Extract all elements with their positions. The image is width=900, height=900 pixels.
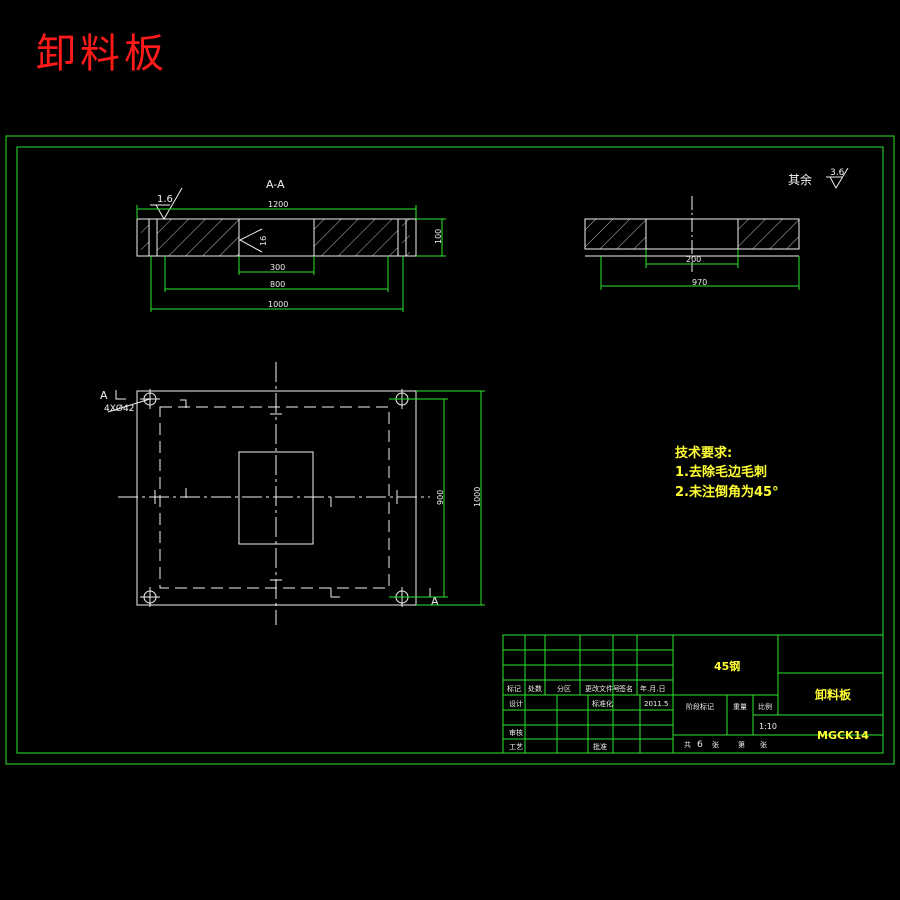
tech-item-2: 2.未注倒角为45° bbox=[675, 484, 779, 500]
rest-label: 其余 bbox=[788, 172, 812, 187]
tb-sheets-total-label: 共 bbox=[684, 740, 691, 749]
tb-sheets-total: 6 bbox=[697, 740, 703, 750]
tb-sheet-no-label: 第 bbox=[738, 740, 745, 749]
tb-date: 2011.5 bbox=[644, 700, 669, 708]
dim-16: 16 bbox=[259, 236, 268, 246]
section-label: A-A bbox=[266, 178, 285, 191]
dim-1200: 1200 bbox=[268, 200, 288, 209]
rest-roughness-note: 其余 3.6 bbox=[788, 167, 849, 190]
tb-stage: 阶段标记 bbox=[686, 702, 714, 711]
dim-1000: 1000 bbox=[268, 300, 288, 309]
tb-hdr-3: 更改文件号 bbox=[585, 684, 620, 693]
holes-note: 4XØ42 bbox=[104, 403, 134, 414]
technical-requirements: 技术要求: 1.去除毛边毛刺 2.未注倒角为45° bbox=[675, 445, 779, 500]
section-mark-a-top: A bbox=[100, 389, 108, 402]
tb-scale: 1:10 bbox=[759, 722, 777, 731]
section-hatch-right bbox=[314, 219, 398, 256]
tb-weight: 重量 bbox=[733, 703, 747, 711]
roughness-value: 1.6 bbox=[157, 194, 173, 205]
tb-drawing-no: MGCK14 bbox=[817, 729, 869, 742]
section-mark-a-bottom: A bbox=[431, 595, 439, 608]
plan-view: A A 4XØ42 900 1000 bbox=[100, 362, 485, 625]
tb-hdr-4: 签名 bbox=[619, 684, 633, 693]
tb-approve: 批准 bbox=[593, 742, 607, 751]
tb-hdr-2: 分区 bbox=[557, 684, 571, 693]
section-view-a-a: A-A 1.6 16 bbox=[136, 178, 446, 312]
tb-check: 审核 bbox=[509, 728, 523, 737]
tb-material: 45钢 bbox=[714, 659, 740, 673]
side-hatch-right bbox=[738, 219, 799, 249]
side-dim-970: 970 bbox=[692, 278, 707, 287]
plan-dim-900: 900 bbox=[436, 490, 445, 505]
tb-sheets-unit: 张 bbox=[712, 740, 719, 749]
outer-border bbox=[5, 135, 895, 765]
tb-hdr-1: 处数 bbox=[528, 684, 542, 693]
inner-border bbox=[16, 146, 884, 754]
roughness-symbol bbox=[155, 187, 183, 221]
side-dim-200: 200 bbox=[686, 255, 701, 264]
tb-process: 工艺 bbox=[509, 743, 523, 751]
side-hatch-left bbox=[585, 219, 646, 249]
tb-hdr-5: 年.月.日 bbox=[640, 684, 665, 693]
drawing-heading: 卸料板 bbox=[36, 31, 168, 77]
tb-sheet-no-unit: 张 bbox=[760, 740, 767, 749]
tb-standard: 标准化 bbox=[592, 699, 613, 708]
section-hatch-left bbox=[157, 219, 239, 256]
tb-part-name: 卸料板 bbox=[815, 687, 852, 702]
tb-ratio: 比例 bbox=[758, 702, 772, 711]
dim-300: 300 bbox=[270, 263, 285, 272]
side-view: 200 970 bbox=[584, 196, 800, 290]
title-block bbox=[502, 634, 884, 754]
tb-design: 设计 bbox=[509, 699, 523, 708]
dim-800: 800 bbox=[270, 280, 285, 289]
tb-hdr-0: 标记 bbox=[507, 684, 521, 693]
dim-100: 100 bbox=[434, 229, 443, 244]
tech-item-1: 1.去除毛边毛刺 bbox=[675, 464, 767, 480]
rest-roughness-value: 3.6 bbox=[830, 168, 845, 178]
tech-title: 技术要求: bbox=[675, 445, 732, 461]
title-block-text: 标记 处数 分区 更改文件号 签名 年.月.日 设计 标准化 2011.5 审核… bbox=[507, 684, 777, 751]
plan-dim-1000: 1000 bbox=[473, 487, 482, 507]
